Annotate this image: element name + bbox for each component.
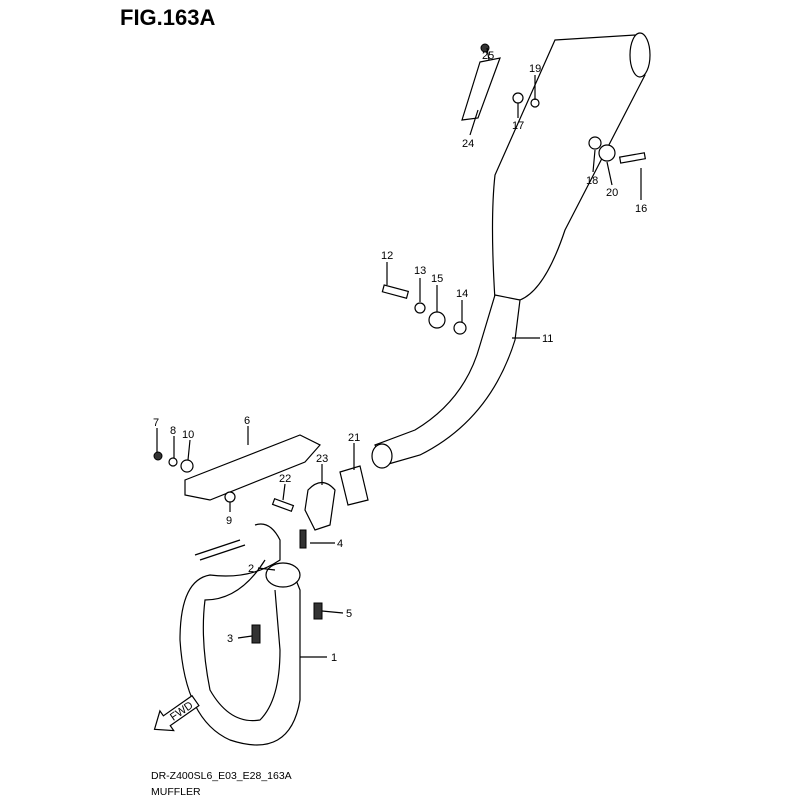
washer-18[interactable]: [588, 136, 602, 150]
figure-title: FIG.163A: [120, 5, 216, 30]
callout-6[interactable]: 6: [244, 415, 250, 427]
stud-3[interactable]: [251, 624, 261, 644]
callout-13[interactable]: 13: [414, 265, 426, 277]
part-name: MUFFLER: [151, 786, 201, 798]
forward-arrow-icon: FWD: [153, 694, 200, 732]
callout-19[interactable]: 19: [529, 63, 541, 75]
grommet-15[interactable]: [428, 311, 446, 329]
bracket-6[interactable]: [184, 434, 321, 501]
nut-17[interactable]: [512, 92, 524, 104]
bolt-22[interactable]: [271, 497, 295, 513]
washer-19[interactable]: [530, 98, 540, 108]
bolt-7[interactable]: [153, 451, 163, 461]
stud-5[interactable]: [313, 602, 323, 620]
leader-lines: [156, 47, 642, 658]
bracket-24[interactable]: [461, 57, 501, 121]
callout-7[interactable]: 7: [153, 417, 159, 429]
callout-15[interactable]: 15: [431, 273, 443, 285]
muffler-body[interactable]: [491, 34, 646, 301]
callout-23[interactable]: 23: [316, 453, 328, 465]
gasket-21[interactable]: [339, 465, 369, 506]
callout-10[interactable]: 10: [182, 429, 194, 441]
clamp-23[interactable]: [304, 481, 336, 531]
washer-13[interactable]: [414, 302, 426, 314]
callout-9[interactable]: 9: [226, 515, 232, 527]
callout-25[interactable]: 25: [482, 50, 494, 62]
washer-8[interactable]: [168, 457, 178, 467]
callout-5[interactable]: 5: [346, 608, 352, 620]
callout-8[interactable]: 8: [170, 425, 176, 437]
callout-2[interactable]: 2: [248, 563, 254, 575]
bolt-9[interactable]: [224, 491, 236, 503]
callout-22[interactable]: 22: [279, 473, 291, 485]
callout-labels: 1 2 3 4 5 6 7 8 9 10 11 12 13 14 15 16 1…: [153, 50, 647, 664]
model-code: DR-Z400SL6_E03_E28_163A: [151, 770, 292, 782]
callout-14[interactable]: 14: [456, 288, 468, 300]
callout-3[interactable]: 3: [227, 633, 233, 645]
bolt-16[interactable]: [618, 152, 647, 164]
callout-21[interactable]: 21: [348, 432, 360, 444]
callout-12[interactable]: 12: [381, 250, 393, 262]
pipe-11[interactable]: [374, 294, 521, 466]
grommet-20[interactable]: [598, 144, 616, 162]
callout-1[interactable]: 1: [331, 652, 337, 664]
callout-4[interactable]: 4: [337, 538, 343, 550]
collar-10[interactable]: [180, 459, 194, 473]
collar-14[interactable]: [453, 321, 467, 335]
bolt-12[interactable]: [381, 284, 410, 299]
callout-16[interactable]: 16: [635, 203, 647, 215]
callout-11[interactable]: 11: [542, 333, 553, 345]
stud-4[interactable]: [299, 529, 307, 549]
callout-18[interactable]: 18: [586, 175, 598, 187]
exhaust-pipe-1[interactable]: [179, 523, 301, 746]
callout-24[interactable]: 24: [462, 138, 474, 150]
callout-17[interactable]: 17: [512, 120, 524, 132]
callout-20[interactable]: 20: [606, 187, 618, 199]
